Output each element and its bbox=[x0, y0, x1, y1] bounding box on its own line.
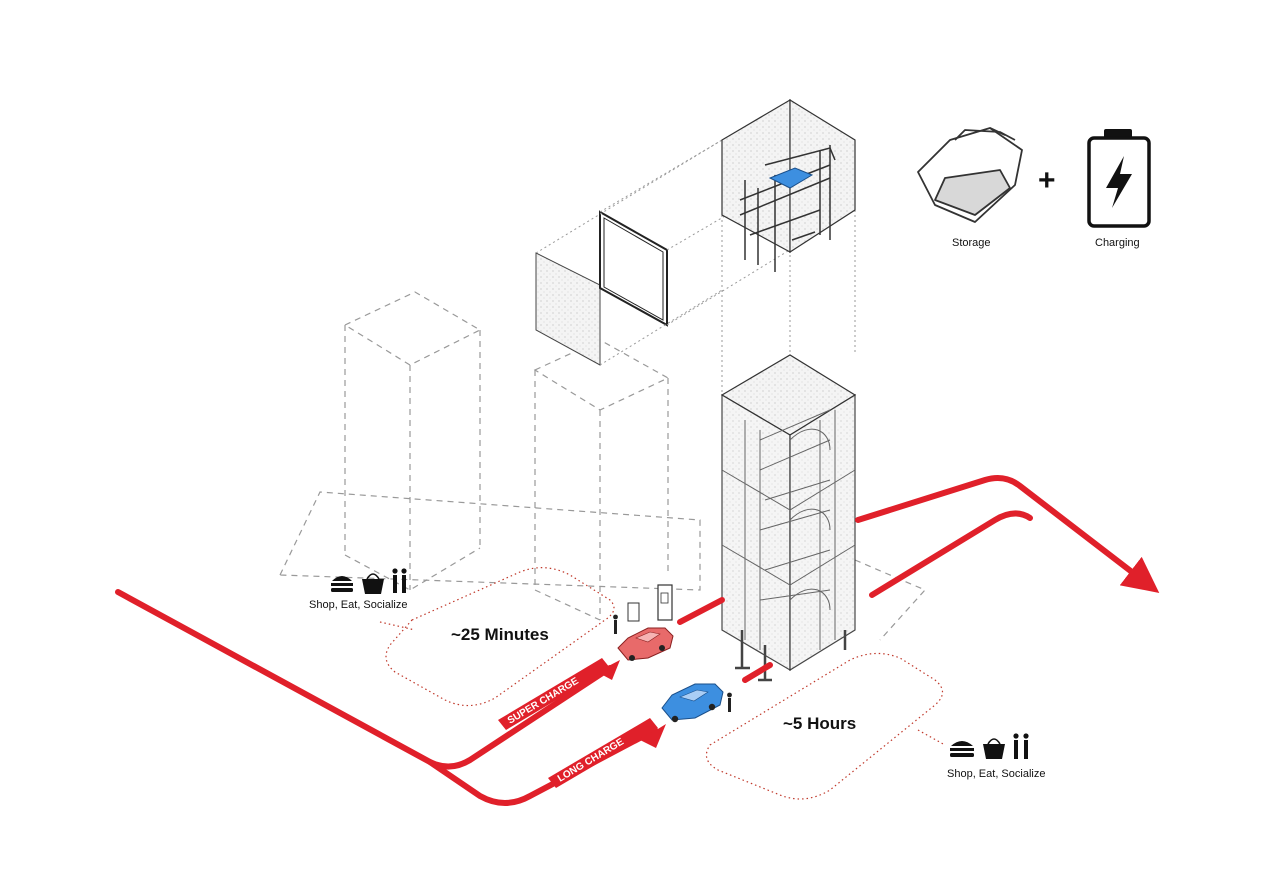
tower-entry-b bbox=[742, 662, 773, 683]
charger-post bbox=[627, 584, 673, 622]
long-duration: ~5 Hours bbox=[783, 714, 857, 733]
super-zone bbox=[385, 567, 615, 707]
super-charge-text: SUPER CHARGE bbox=[506, 675, 581, 726]
super-duration: ~25 Minutes bbox=[451, 625, 549, 644]
storage-label: Storage bbox=[952, 237, 991, 249]
long-zone bbox=[705, 652, 944, 800]
super-label-band bbox=[498, 658, 610, 730]
exit-route-lower bbox=[869, 510, 1033, 598]
routes bbox=[115, 475, 1160, 806]
dotted-zones bbox=[379, 567, 946, 800]
red-car bbox=[617, 627, 674, 661]
exploded-panels bbox=[535, 210, 668, 366]
plus-sign: + bbox=[1038, 164, 1056, 197]
top-module-car bbox=[768, 167, 814, 189]
battery-bolt-icon bbox=[1087, 129, 1151, 228]
projection-lines bbox=[535, 99, 856, 395]
tower-entry-a bbox=[677, 597, 725, 625]
storage-tray-icon bbox=[917, 127, 1023, 223]
long-charge-text: LONG CHARGE bbox=[556, 736, 626, 784]
super-arrow-head bbox=[597, 660, 620, 680]
exit-route-upper bbox=[855, 475, 1160, 593]
person-figures bbox=[613, 614, 732, 712]
amenities-label-right: Shop, Eat, Socialize bbox=[947, 768, 1046, 780]
long-label-band bbox=[548, 718, 658, 788]
long-charge-route bbox=[427, 727, 658, 806]
top-module bbox=[721, 98, 856, 272]
blue-car bbox=[661, 683, 724, 723]
main-tower bbox=[720, 354, 857, 682]
charging-label: Charging bbox=[1095, 237, 1140, 249]
amenity-icons-left bbox=[331, 568, 407, 594]
amenity-icons-right bbox=[950, 733, 1029, 759]
amenities-label-left: Shop, Eat, Socialize bbox=[309, 599, 408, 611]
long-arrow-head bbox=[640, 724, 666, 748]
